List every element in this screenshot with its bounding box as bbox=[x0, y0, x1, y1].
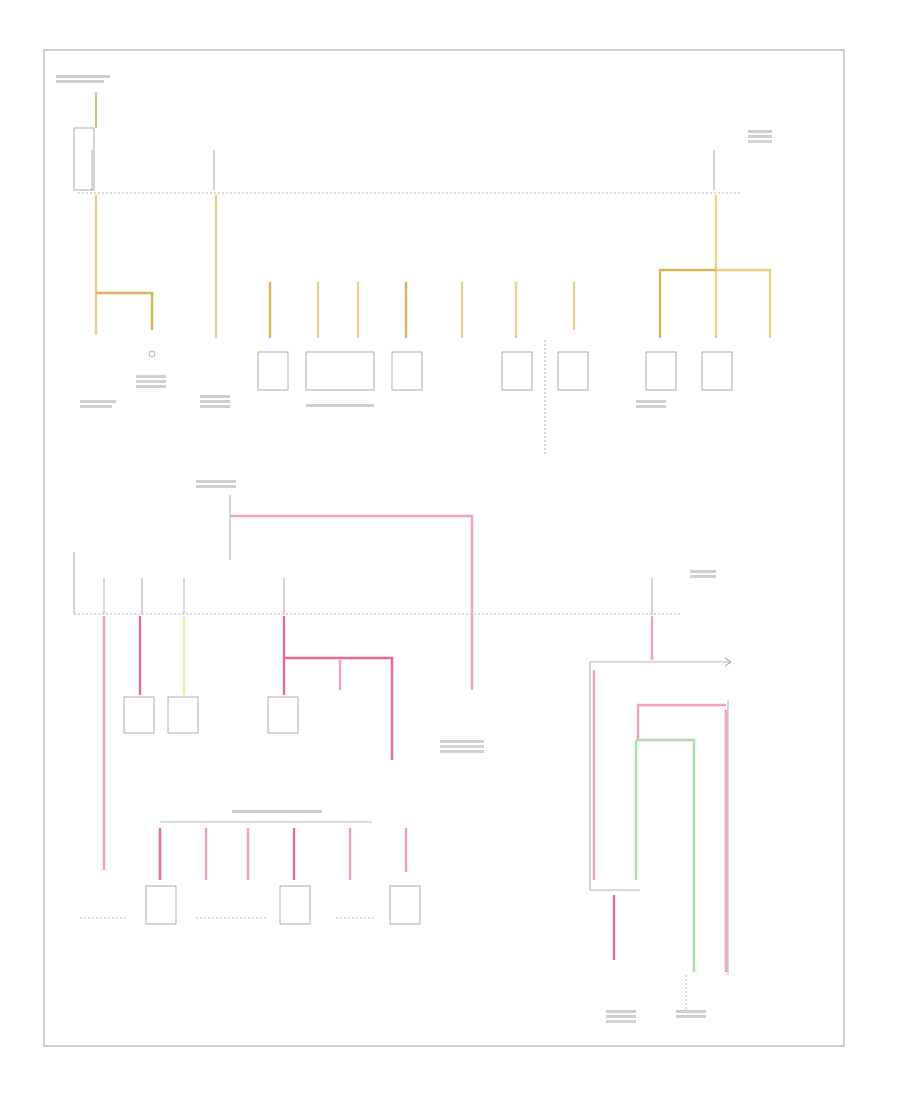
blurred-labels bbox=[56, 75, 772, 1023]
right-module bbox=[589, 657, 732, 1010]
top-wires bbox=[94, 195, 772, 338]
middle-wires bbox=[102, 514, 654, 870]
top-components bbox=[148, 340, 733, 455]
bottom-splice bbox=[80, 821, 376, 919]
middle-fuse-block bbox=[73, 495, 680, 615]
middle-components bbox=[123, 696, 299, 734]
diagram-border bbox=[43, 49, 845, 1047]
right-wires bbox=[592, 670, 728, 972]
bottom-components bbox=[145, 885, 421, 925]
top-fuse-block bbox=[73, 127, 740, 194]
bottom-wires bbox=[158, 828, 408, 880]
